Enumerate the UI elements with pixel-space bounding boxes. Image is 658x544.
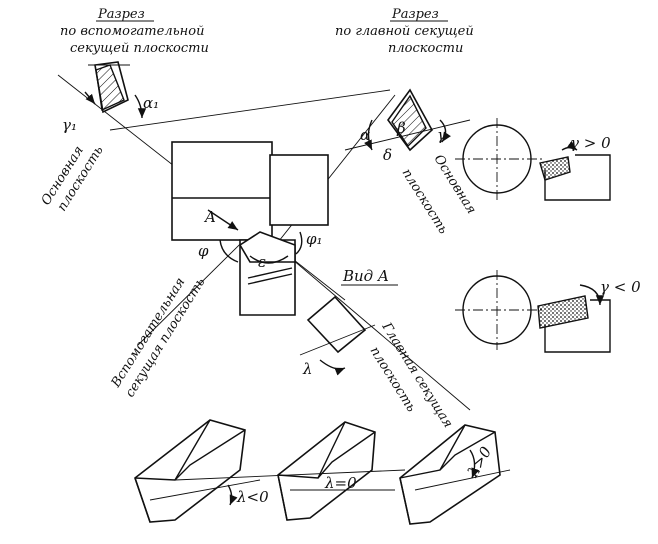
- tool-1-edge-c: [134, 477, 151, 523]
- tool-2-edge-b: [317, 431, 376, 479]
- gamma-symbol: γ: [437, 126, 446, 144]
- aux-profile-hatch: [95, 64, 125, 112]
- gamma-negative-label: γ < 0: [600, 278, 641, 296]
- view-a-ref: [299, 324, 376, 356]
- phi-symbol: φ: [198, 242, 209, 260]
- alpha-arc: [364, 119, 373, 151]
- main-profile-hatch: [391, 94, 427, 148]
- tool-3-ref: [414, 469, 511, 491]
- tool-3-edge-c: [399, 477, 411, 525]
- gamma-positive-label: γ > 0: [570, 134, 611, 152]
- tool-lambda-negative: λ<0: [134, 419, 269, 523]
- tool-plan-view: A φ φ₁ ε: [171, 141, 329, 316]
- view-a-tool: [306, 295, 367, 354]
- insert-top: [539, 156, 571, 181]
- main-section-heading: Разрез по главной секущей плоскости: [335, 7, 474, 56]
- phi-arc: [219, 239, 239, 263]
- lambda-zero-label: λ=0: [324, 474, 357, 492]
- view-a-arrow: [207, 209, 239, 231]
- lambda-symbol: λ: [302, 360, 313, 378]
- bottom-connector-line: [174, 469, 406, 481]
- main-section-profile: α β γ δ: [344, 88, 471, 164]
- epsilon-arc: [249, 255, 289, 264]
- tool-3-lambda-arc: [469, 449, 480, 479]
- phi1-symbol: φ₁: [306, 230, 323, 248]
- view-a-detail: Вид A λ: [299, 267, 398, 378]
- cutting-tip: [238, 231, 296, 263]
- aux-section-subtitle-1: по вспомогательной: [60, 24, 204, 39]
- tool-outline-top: [544, 154, 611, 201]
- tool-1-edge-b: [174, 429, 246, 481]
- tool-shank-right: [269, 154, 329, 226]
- insert-line-2: [247, 273, 293, 285]
- gamma-arc: [439, 119, 451, 143]
- lambda-negative-label: λ<0: [236, 488, 269, 506]
- tool-shank-left: [171, 141, 273, 241]
- gamma1-arrow: [84, 91, 96, 105]
- alpha-symbol: α: [360, 126, 370, 144]
- tool-2-edge-c: [277, 474, 288, 521]
- aux-section-subtitle-2: секущей плоскости: [70, 41, 209, 56]
- main-section-subtitle-1: по главной секущей: [335, 24, 474, 39]
- insert-bottom: [537, 295, 589, 329]
- view-a-title: Вид A: [342, 267, 389, 285]
- workpiece-negative-rake: γ < 0: [455, 270, 641, 353]
- delta-symbol: δ: [383, 146, 392, 164]
- main-section-title: Разрез: [391, 7, 439, 22]
- alpha1-arc: [134, 94, 147, 119]
- insert-line-1: [247, 267, 293, 279]
- tool-1-ref: [149, 479, 261, 501]
- workpiece-positive-rake: γ > 0: [455, 118, 611, 201]
- alpha1-symbol: α₁: [143, 94, 159, 112]
- tool-2-body: [277, 421, 376, 521]
- aux-section-heading: Разрез по вспомогательной секущей плоско…: [60, 7, 209, 56]
- gamma-neg-arc: [579, 284, 605, 306]
- top-guide-line: [109, 89, 391, 131]
- tool-1-body: [134, 419, 246, 523]
- tool-3-edge-b: [439, 431, 496, 471]
- epsilon-symbol: ε: [258, 253, 266, 271]
- tool-1-lambda-arc: [227, 484, 238, 506]
- tool-lambda-positive: λ>0: [399, 424, 511, 525]
- lambda-arc: [319, 359, 346, 376]
- gamma1-symbol: γ₁: [62, 116, 77, 134]
- gamma-pos-arc: [561, 140, 578, 151]
- aux-section-profile: γ₁ α₁: [62, 61, 159, 134]
- view-a-marker: A: [203, 208, 216, 226]
- aux-section-title: Разрез: [97, 7, 145, 22]
- tool-lambda-zero: λ=0: [277, 421, 395, 521]
- beta-symbol: β: [396, 119, 406, 137]
- main-section-subtitle-2: плоскости: [388, 41, 463, 56]
- phi1-arc: [295, 231, 303, 255]
